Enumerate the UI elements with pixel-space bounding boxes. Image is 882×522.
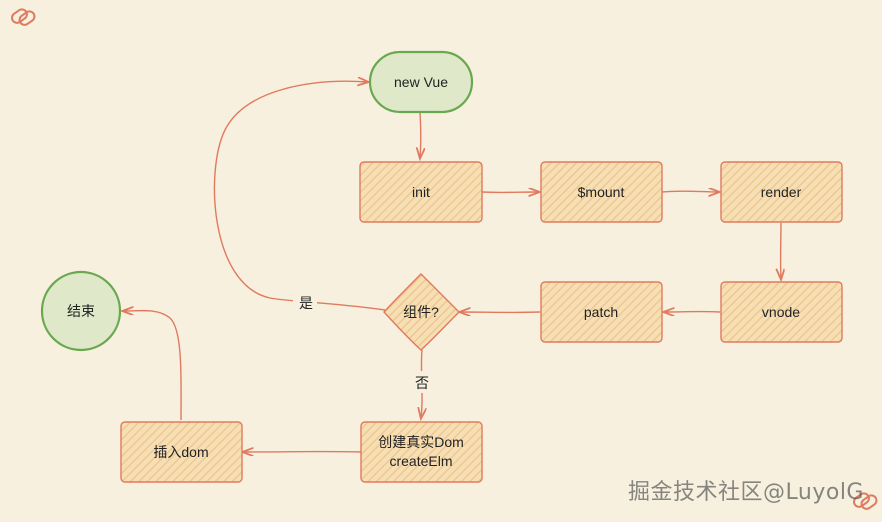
node-render-label: render: [761, 184, 802, 200]
node-insert-dom-label: 插入dom: [153, 444, 208, 460]
node-create-dom: 创建真实Dom createElm: [360, 421, 483, 483]
node-insert-dom: 插入dom: [120, 421, 243, 483]
node-render: render: [720, 161, 843, 223]
edge-label-yes: 是: [299, 295, 313, 311]
corner-link-icon-bottom-right: [853, 492, 878, 510]
edge-insert-to-end: [123, 311, 182, 421]
node-patch: patch: [540, 281, 663, 343]
edge-newvue-to-init: [420, 111, 421, 158]
node-new-vue: new Vue: [368, 50, 474, 114]
node-end: 结束: [40, 270, 122, 352]
node-init-label: init: [412, 184, 430, 200]
node-component-decision-label: 组件?: [403, 304, 439, 320]
node-patch-label: patch: [584, 304, 618, 320]
edge-mount-to-render: [661, 191, 719, 192]
corner-link-icon-top-left: [11, 8, 36, 26]
node-mount: $mount: [540, 161, 663, 223]
node-create-dom-label-line1: 创建真实Dom: [378, 434, 464, 450]
node-new-vue-label: new Vue: [394, 74, 448, 90]
edge-label-no: 否: [415, 375, 429, 391]
node-mount-label: $mount: [578, 184, 625, 200]
node-vnode-label: vnode: [762, 304, 800, 320]
watermark-text: 掘金技术社区@LuyolG: [628, 480, 864, 505]
node-component-decision: 组件?: [383, 273, 460, 351]
node-vnode: vnode: [720, 281, 843, 343]
node-end-label: 结束: [67, 303, 95, 319]
node-init: init: [359, 161, 483, 223]
node-create-dom-label-line2: createElm: [389, 453, 452, 469]
